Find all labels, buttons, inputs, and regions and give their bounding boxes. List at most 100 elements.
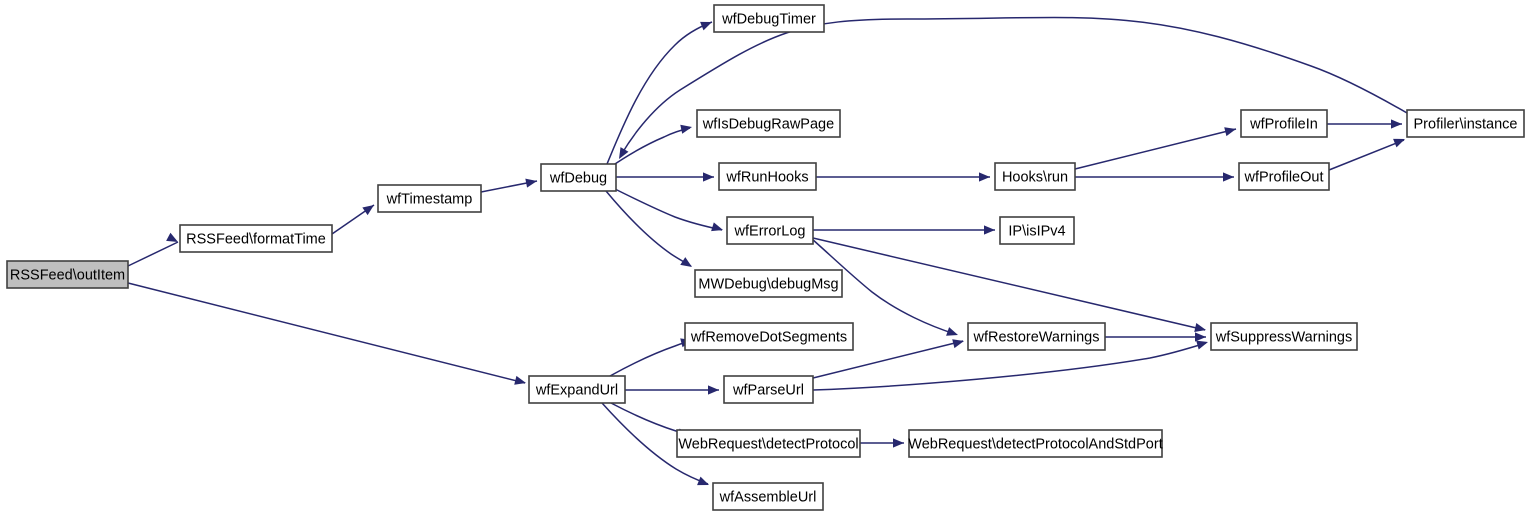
node-box[interactable] (723, 375, 814, 404)
node-wfprofileout[interactable]: wfProfileOut (1238, 162, 1330, 191)
edge-wfprofilein-to-profiler_instance (1327, 119, 1402, 129)
node-box[interactable] (179, 224, 333, 253)
node-label: IP\isIPv4 (1008, 223, 1065, 239)
edge-wfdebug-to-mwdebug_debugmsg (605, 190, 692, 267)
edge-line (812, 340, 964, 379)
node-wfdebugtimer[interactable]: wfDebugTimer (713, 4, 825, 33)
arrowhead-icon (1195, 332, 1206, 342)
arrowhead-icon (1196, 340, 1208, 350)
node-label: wfErrorLog (734, 223, 806, 239)
edge-rssfeed_outitem-to-rssfeed_formattime (127, 232, 179, 267)
edge-line (606, 21, 713, 165)
node-webrequest_detectprotocol[interactable]: WebRequest\detectProtocol (676, 429, 861, 458)
node-webrequest_detectprotocolandstdport[interactable]: WebRequest\detectProtocolAndStdPort (908, 429, 1163, 458)
node-label: RSSFeed\formatTime (186, 231, 326, 247)
edge-wftimestamp-to-wfdebug (480, 178, 538, 193)
node-box[interactable] (6, 260, 129, 289)
arrowhead-icon (700, 21, 712, 31)
node-label: wfParseUrl (732, 382, 804, 398)
node-wftimestamp[interactable]: wfTimestamp (377, 184, 482, 213)
node-box[interactable] (377, 184, 482, 213)
edge-wfdebug-to-wfisdebugrawpage (608, 124, 692, 169)
node-profiler_instance[interactable]: Profiler\instance (1406, 109, 1525, 138)
node-label: wfDebug (549, 170, 607, 186)
node-label: RSSFeed\outItem (10, 267, 125, 283)
arrowhead-icon (514, 375, 526, 385)
node-label: WebRequest\detectProtocol (678, 436, 858, 452)
edges-layer (127, 16, 1408, 486)
edge-wfdebug-to-wfdebugtimer (606, 21, 713, 165)
node-label: Hooks\run (1002, 169, 1068, 185)
node-wfprofilein[interactable]: wfProfileIn (1240, 109, 1328, 138)
arrowhead-icon (711, 222, 723, 232)
node-label: wfProfileIn (1249, 116, 1318, 132)
node-wfassembleurl[interactable]: wfAssembleUrl (712, 482, 824, 511)
node-box[interactable] (1238, 162, 1330, 191)
arrowhead-icon (525, 178, 537, 188)
node-wfisdebugrawpage[interactable]: wfIsDebugRawPage (696, 109, 841, 138)
node-wfremovedotsegments[interactable]: wfRemoveDotSegments (684, 322, 854, 351)
node-box[interactable] (718, 162, 817, 191)
node-box[interactable] (676, 429, 861, 458)
node-label: wfDebugTimer (721, 11, 816, 27)
node-rssfeed_formattime[interactable]: RSSFeed\formatTime (179, 224, 333, 253)
node-wfsuppresswarnings[interactable]: wfSuppressWarnings (1210, 322, 1358, 351)
arrowhead-icon (952, 339, 964, 349)
edge-wfdebug-to-wfrunhooks (616, 172, 714, 182)
arrowhead-icon (680, 124, 692, 134)
node-box[interactable] (726, 216, 814, 245)
node-box[interactable] (696, 109, 841, 138)
node-box[interactable] (1240, 109, 1328, 138)
node-box[interactable] (1406, 109, 1525, 138)
edge-line (127, 241, 179, 267)
node-wfexpandurl[interactable]: wfExpandUrl (528, 375, 626, 404)
node-label: wfSuppressWarnings (1215, 329, 1352, 345)
edge-line (127, 282, 526, 384)
edge-line (1074, 128, 1237, 170)
node-ip_isipv4[interactable]: IP\isIPv4 (999, 216, 1075, 245)
edge-wfparseurl-to-wfrestorewarnings (812, 339, 964, 379)
node-box[interactable] (712, 482, 824, 511)
node-box[interactable] (967, 322, 1106, 351)
edge-wferrorlog-to-ip_isipv4 (813, 225, 995, 235)
node-box[interactable] (528, 375, 626, 404)
edge-profiler_instance-to-wfdebug (619, 16, 1408, 159)
edge-wferrorlog-to-wfsuppresswarnings (812, 237, 1206, 333)
node-label: wfRemoveDotSegments (690, 329, 847, 345)
edge-line (812, 342, 1207, 391)
node-mwdebug_debugmsg[interactable]: MWDebug\debugMsg (694, 269, 843, 298)
node-hooks_run[interactable]: Hooks\run (994, 162, 1076, 191)
node-box[interactable] (713, 4, 825, 33)
edge-line (1328, 139, 1405, 171)
node-wfrunhooks[interactable]: wfRunHooks (718, 162, 817, 191)
edge-wfexpandurl-to-wfremovedotsegments (609, 338, 692, 377)
node-box[interactable] (999, 216, 1075, 245)
node-label: wfRestoreWarnings (973, 329, 1100, 345)
arrowhead-icon (1391, 119, 1402, 129)
node-label: WebRequest\detectProtocolAndStdPort (908, 436, 1162, 452)
edge-rssfeed_outitem-to-wfexpandurl (127, 282, 526, 385)
node-box[interactable] (540, 163, 617, 192)
node-box[interactable] (684, 322, 854, 351)
node-box[interactable] (994, 162, 1076, 191)
arrowhead-icon (1393, 138, 1405, 148)
node-box[interactable] (908, 429, 1163, 458)
node-wfparseurl[interactable]: wfParseUrl (723, 375, 814, 404)
node-box[interactable] (694, 269, 843, 298)
arrowhead-icon (166, 232, 178, 242)
node-label: wfExpandUrl (535, 382, 618, 398)
edge-line (605, 190, 692, 267)
node-wferrorlog[interactable]: wfErrorLog (726, 216, 814, 245)
edge-hooks_run-to-wfprofilein (1074, 127, 1237, 170)
node-box[interactable] (1210, 322, 1358, 351)
node-wfdebug[interactable]: wfDebug (540, 163, 617, 192)
edge-wfexpandurl-to-wfparseurl (625, 385, 719, 395)
node-label: wfTimestamp (386, 191, 473, 207)
node-rssfeed_outitem[interactable]: RSSFeed\outItem (6, 260, 129, 289)
edge-line (610, 186, 723, 231)
node-wfrestorewarnings[interactable]: wfRestoreWarnings (967, 322, 1106, 351)
edge-hooks_run-to-wfprofileout (1075, 172, 1234, 182)
arrowhead-icon (1194, 323, 1206, 333)
arrowhead-icon (946, 327, 958, 336)
